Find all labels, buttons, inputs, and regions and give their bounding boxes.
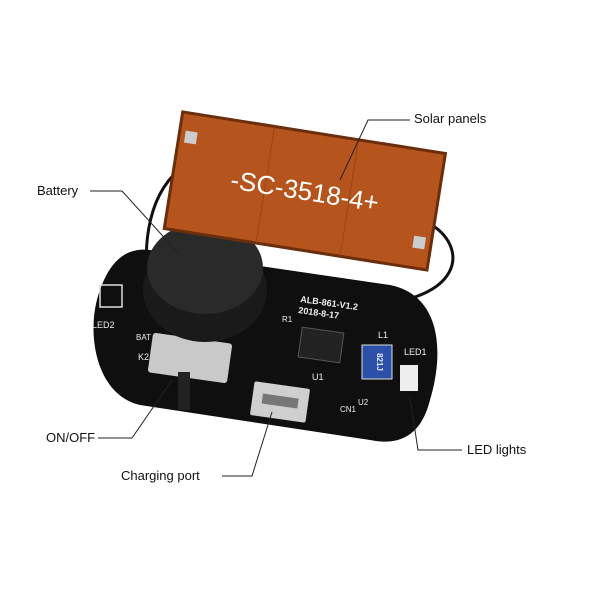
k2-text: K2 (138, 352, 149, 362)
led1-text: LED1 (404, 347, 427, 357)
l1-text: L1 (378, 330, 388, 340)
ic-u1 (298, 327, 344, 363)
r1-text: R1 (282, 315, 293, 324)
u1-text: U1 (312, 372, 324, 382)
cn1-text: CN1 (340, 405, 357, 414)
label-on-off: ON/OFF (46, 430, 95, 445)
label-charging-port: Charging port (121, 468, 200, 483)
label-battery: Battery (37, 183, 78, 198)
u2-text: U2 (358, 398, 369, 407)
led1 (400, 365, 418, 391)
led2-text: LED2 (92, 320, 115, 330)
inductor-code-text: 821J (375, 353, 384, 371)
switch-toggle (178, 372, 190, 410)
bat-text: BAT (136, 333, 151, 342)
label-solar-panels: Solar panels (414, 111, 486, 126)
label-led-lights: LED lights (467, 442, 526, 457)
